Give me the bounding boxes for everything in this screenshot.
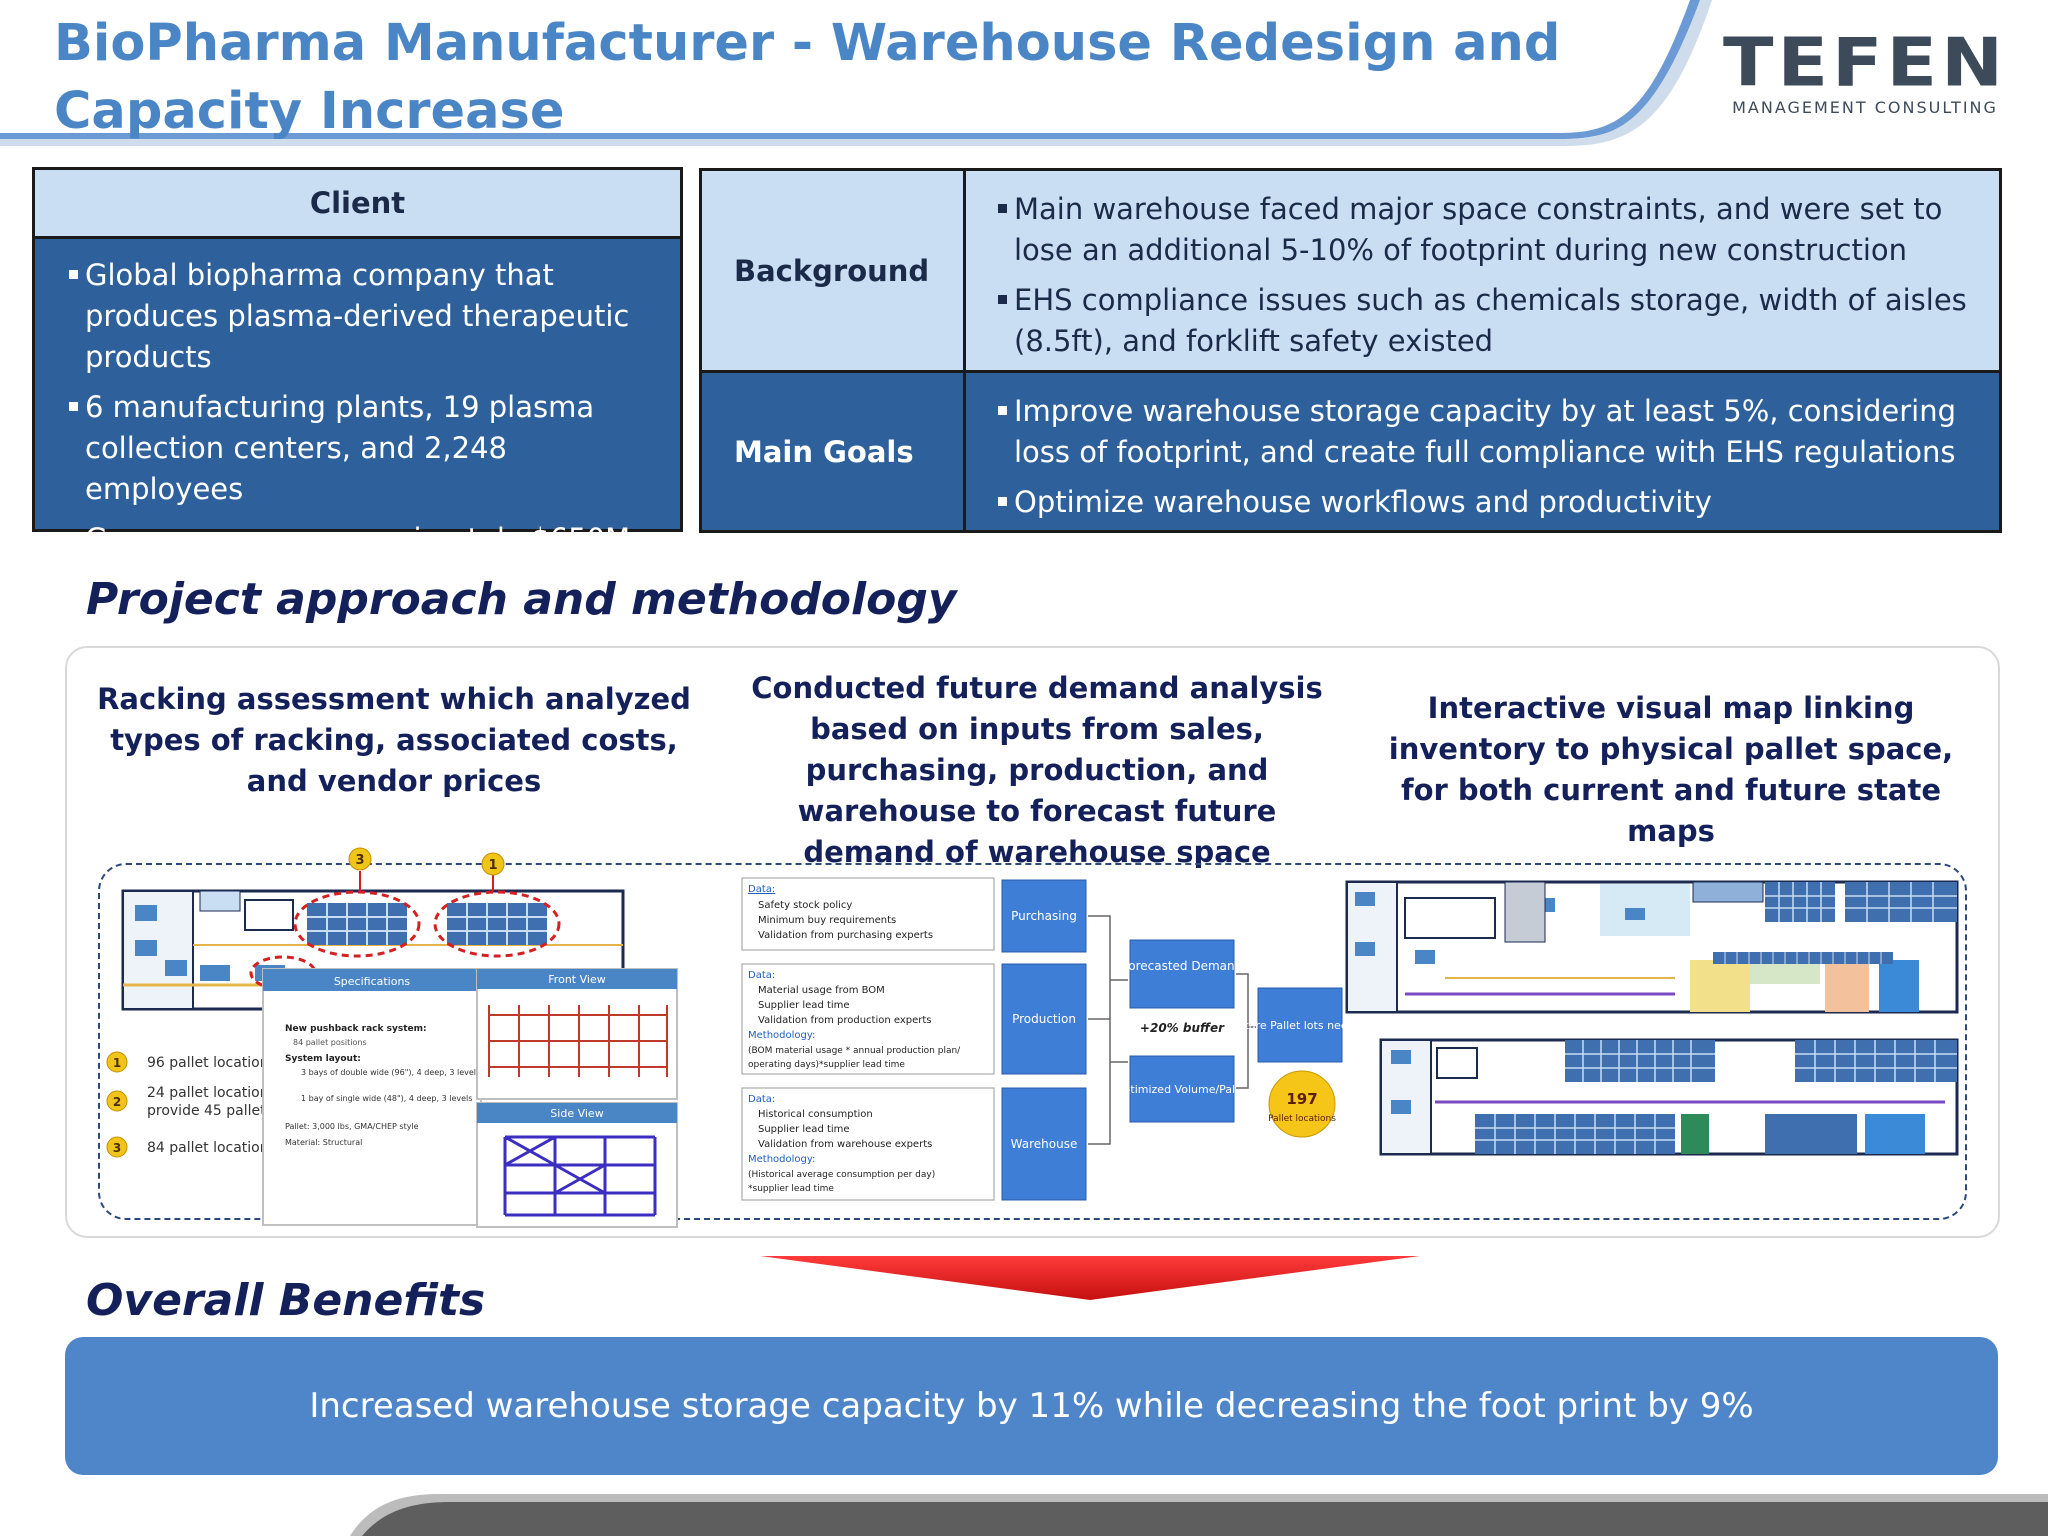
- svg-text:Material usage from BOM: Material usage from BOM: [758, 985, 885, 996]
- data-block: [741, 877, 995, 951]
- benefit-banner: Increased warehouse storage capacity by …: [65, 1337, 1998, 1475]
- spec-line: 84 pallet positions: [293, 1038, 367, 1047]
- svg-text:Validation from purchasing exp: Validation from purchasing experts: [758, 930, 933, 941]
- goals-row: Main Goals Improve warehouse storage cap…: [702, 373, 1999, 530]
- rack-block: [433, 890, 561, 958]
- background-row: Background Main warehouse faced major sp…: [702, 171, 1999, 373]
- forecasted-label: Forecasted Demand: [1122, 959, 1242, 973]
- svg-text:*supplier lead time: *supplier lead time: [748, 1184, 834, 1194]
- svg-text:Data:: Data:: [748, 970, 775, 981]
- callout-number: 1: [488, 858, 497, 873]
- page-title: BioPharma Manufacturer - Warehouse Redes…: [54, 14, 1561, 141]
- pallet-count-value: 197: [1286, 1090, 1317, 1108]
- racking-diagram: 3 1 1 96 pallet location 2 24 pallet loc…: [106, 847, 678, 1228]
- svg-text:Methodology:: Methodology:: [748, 1030, 815, 1041]
- front-view-sheet: [476, 968, 678, 1100]
- future-label: Future Pallet lots needed: [1232, 1019, 1358, 1032]
- benefits-heading: Overall Benefits: [86, 1275, 486, 1326]
- buffer-label: +20% buffer: [1140, 1021, 1225, 1035]
- legend-label: provide 45 pallet: [147, 1103, 266, 1119]
- down-arrow: [760, 1256, 1420, 1300]
- client-list: Global biopharma company that produces p…: [35, 239, 680, 560]
- side-view-title: Side View: [550, 1107, 603, 1120]
- svg-text:Validation from warehouse expe: Validation from warehouse experts: [758, 1139, 932, 1150]
- rack-block: [293, 890, 421, 958]
- goals-label: Main Goals: [702, 373, 966, 530]
- callout-number: 3: [355, 853, 364, 868]
- spec-line: System layout:: [285, 1054, 361, 1064]
- pallet-count-circle: [1268, 1070, 1336, 1138]
- map-column-heading: Interactive visual map linking inventory…: [1388, 691, 1954, 848]
- source-box: [1001, 963, 1087, 1075]
- svg-text:3: 3: [113, 1141, 121, 1155]
- spec-line: Material: Structural: [285, 1138, 362, 1147]
- source-label: Purchasing: [1011, 909, 1077, 923]
- client-item: Gross revenue: approximately $650M: [69, 519, 660, 560]
- goals-list: Improve warehouse storage capacity by at…: [966, 373, 1999, 523]
- legend-label: 96 pallet location: [147, 1055, 269, 1071]
- svg-text:operating days)*supplier lead: operating days)*supplier lead time: [748, 1060, 905, 1070]
- svg-text:Validation from production exp: Validation from production experts: [758, 1015, 932, 1026]
- approach-heading: Project approach and methodology: [86, 574, 957, 625]
- callout-badge: [348, 847, 372, 871]
- diagrams-frame: [98, 863, 1967, 1220]
- svg-text:(BOM material usage * annual p: (BOM material usage * annual production …: [748, 1046, 961, 1056]
- svg-text:Data:: Data:: [748, 884, 775, 895]
- data-block: [741, 1087, 995, 1201]
- svg-text:Methodology:: Methodology:: [748, 1154, 815, 1165]
- optimized-label: Optimized Volume/Pallet: [1115, 1083, 1250, 1096]
- goal-item: Optimize warehouse workflows and product…: [998, 482, 1979, 523]
- source-box: [1001, 1087, 1087, 1201]
- client-table: Client Global biopharma company that pro…: [32, 167, 683, 556]
- svg-text:Safety stock policy: Safety stock policy: [758, 900, 852, 911]
- client-item: 6 manufacturing plants, 19 plasma collec…: [69, 387, 660, 510]
- legend-label: 24 pallet location: [147, 1085, 269, 1101]
- spec-line: 3 bays of double wide (96"), 4 deep, 3 l…: [301, 1068, 483, 1077]
- optimized-volume-box: [1129, 1055, 1235, 1123]
- spec-line: Pallet: 3,000 lbs, GMA/CHEP style: [285, 1122, 419, 1131]
- background-item: Main warehouse faced major space constra…: [998, 189, 1979, 271]
- client-heading: Client: [35, 170, 680, 239]
- front-view-title: Front View: [548, 973, 605, 986]
- svg-text:Supplier lead time: Supplier lead time: [758, 1124, 850, 1135]
- source-label: Production: [1012, 1012, 1076, 1026]
- background-list: Main warehouse faced major space constra…: [966, 171, 1999, 362]
- legend-label: 84 pallet location: [147, 1140, 269, 1156]
- background-label: Background: [702, 171, 966, 370]
- racking-column-heading: Racking assessment which analyzed types …: [97, 682, 691, 798]
- data-block: [741, 963, 995, 1075]
- svg-text:Historical consumption: Historical consumption: [758, 1109, 873, 1120]
- warehouse-map-diagram: [1345, 880, 1959, 1156]
- svg-text:Supplier lead time: Supplier lead time: [758, 1000, 850, 1011]
- svg-text:2: 2: [113, 1095, 121, 1109]
- pallet-count-label: Pallet locations: [1268, 1114, 1336, 1124]
- spec-line: New pushback rack system:: [285, 1024, 427, 1034]
- goal-item: Improve warehouse storage capacity by at…: [998, 391, 1979, 473]
- svg-text:Minimum buy requirements: Minimum buy requirements: [758, 915, 896, 926]
- demand-column-heading: Conducted future demand analysis based o…: [751, 671, 1323, 869]
- source-label: Warehouse: [1011, 1137, 1078, 1151]
- background-goals-table: Background Main warehouse faced major sp…: [699, 168, 2002, 533]
- spec-line: 1 bay of single wide (48"), 4 deep, 3 le…: [301, 1094, 472, 1103]
- source-box: [1001, 879, 1087, 953]
- spec-title: Specifications: [334, 975, 411, 988]
- svg-text:Data:: Data:: [748, 1094, 775, 1105]
- svg-text:1: 1: [113, 1056, 121, 1070]
- company-logo: TEFEN MANAGEMENT CONSULTING: [1712, 30, 2018, 124]
- client-item: Global biopharma company that produces p…: [69, 255, 660, 378]
- future-pallet-box: [1257, 987, 1343, 1063]
- logo-wordmark: TEFEN: [1722, 24, 2008, 102]
- callout-badge: [481, 852, 505, 876]
- svg-text:(Historical average consumptio: (Historical average consumption per day): [748, 1170, 935, 1180]
- background-item: EHS compliance issues such as chemicals …: [998, 280, 1979, 362]
- demand-diagram: Data: Safety stock policy Minimum buy re…: [741, 877, 1358, 1201]
- logo-subtext: MANAGEMENT CONSULTING: [1732, 98, 1998, 117]
- footer-band: [350, 1494, 2048, 1536]
- forecasted-demand-box: [1129, 939, 1235, 1009]
